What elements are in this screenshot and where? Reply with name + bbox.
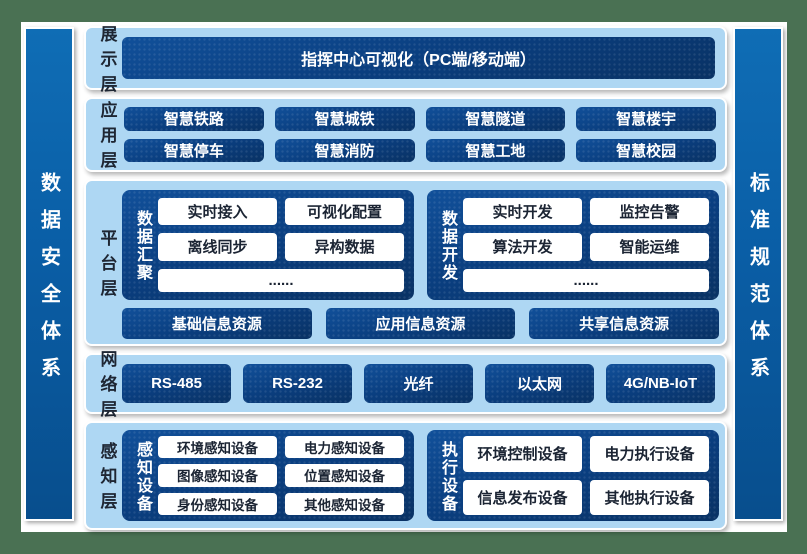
feature-box-heterogeneous-data: 异构数据 (285, 233, 404, 261)
app-node-smart-metro: 智慧城铁 (274, 107, 415, 131)
actuator-devices-label: 执行设备 (439, 440, 456, 513)
device-box-power-sensing: 电力感知设备 (285, 436, 404, 459)
application-row-2: 智慧停车 智慧消防 智慧工地 智慧校园 (124, 138, 716, 162)
network-layer-label-wrap: 网络层 (92, 350, 122, 425)
device-box-environment-control: 环境控制设备 (463, 436, 582, 472)
actuator-devices-label-wrap: 执行设备 (431, 436, 463, 515)
standards-sidebar: 标准规范体系 (733, 27, 783, 521)
application-layer-label-wrap: 应用层 (92, 99, 122, 176)
resource-node-shared-info: 共享信息资源 (529, 308, 720, 339)
application-layer-panel: 应用层 智慧铁路 智慧城铁 智慧隧道 智慧楼宇 智慧停车 智慧消防 智慧工地 智… (84, 97, 727, 176)
standards-sidebar-label: 标准规范体系 (746, 171, 769, 394)
actuator-devices-grid: 环境控制设备 电力执行设备 信息发布设备 其他执行设备 (463, 436, 709, 515)
display-layer-label-wrap: 展示层 (92, 25, 122, 100)
app-node-smart-railway: 智慧铁路 (124, 107, 264, 131)
app-node-smart-building: 智慧楼宇 (576, 107, 716, 131)
resource-node-application-info: 应用信息资源 (325, 308, 516, 339)
platform-layer-label-wrap: 平台层 (92, 181, 122, 344)
sensing-devices-label-wrap: 感知设备 (126, 436, 158, 515)
perception-layer-label: 感知层 (97, 442, 117, 517)
data-development-label-wrap: 数据开发 (431, 198, 463, 292)
application-row-1: 智慧铁路 智慧城铁 智慧隧道 智慧楼宇 (124, 107, 716, 131)
network-node-4g-nbiot: 4G/NB-IoT (606, 364, 715, 403)
perception-layer-panel: 感知层 感知设备 环境感知设备 电力感知设备 图像感知设备 位置感知设备 身份感… (84, 421, 727, 530)
resource-node-basic-info: 基础信息资源 (122, 308, 312, 339)
data-aggregation-label: 数据汇聚 (134, 210, 151, 282)
device-box-info-publishing: 信息发布设备 (463, 479, 582, 515)
display-layer-label: 展示层 (97, 24, 117, 100)
device-box-identity-sensing: 身份感知设备 (158, 492, 277, 515)
app-node-smart-worksite: 智慧工地 (425, 138, 566, 162)
actuator-devices-group: 执行设备 环境控制设备 电力执行设备 信息发布设备 其他执行设备 (427, 430, 719, 521)
command-center-visualization-box: 指挥中心可视化（PC端/移动端） (122, 37, 715, 79)
feature-box-intelligent-ops: 智能运维 (590, 233, 709, 261)
platform-groups-row: 数据汇聚 实时接入 可视化配置 离线同步 异构数据 ...... 数据开发 实时… (122, 190, 719, 300)
feature-box-visual-config: 可视化配置 (285, 198, 404, 226)
device-box-other-actuator: 其他执行设备 (590, 479, 709, 515)
ellipsis-box: ...... (158, 268, 404, 292)
data-development-grid: 实时开发 监控告警 算法开发 智能运维 ...... (463, 198, 709, 292)
application-layer-label: 应用层 (97, 101, 117, 176)
data-aggregation-group: 数据汇聚 实时接入 可视化配置 离线同步 异构数据 ...... (122, 190, 414, 300)
feature-box-algorithm-dev: 算法开发 (463, 233, 582, 261)
feature-box-offline-sync: 离线同步 (158, 233, 277, 261)
network-layer-label: 网络层 (97, 350, 117, 425)
sensing-devices-label: 感知设备 (134, 440, 151, 513)
device-box-power-actuator: 电力执行设备 (590, 436, 709, 472)
app-node-smart-campus: 智慧校园 (576, 138, 716, 162)
network-node-fiber: 光纤 (364, 364, 473, 403)
perception-layer-label-wrap: 感知层 (92, 423, 122, 528)
feature-box-realtime-access: 实时接入 (158, 198, 277, 226)
platform-resources-row: 基础信息资源 应用信息资源 共享信息资源 (122, 308, 720, 339)
device-box-image-sensing: 图像感知设备 (158, 464, 277, 487)
platform-layer-label: 平台层 (97, 229, 117, 304)
network-node-rs485: RS-485 (122, 364, 231, 403)
app-node-smart-firefighting: 智慧消防 (274, 138, 415, 162)
data-security-sidebar: 数据安全体系 (24, 27, 74, 521)
display-layer-panel: 展示层 指挥中心可视化（PC端/移动端） (84, 25, 727, 100)
device-box-other-sensing: 其他感知设备 (285, 492, 404, 515)
device-box-environment-sensing: 环境感知设备 (158, 436, 277, 459)
sensing-devices-group: 感知设备 环境感知设备 电力感知设备 图像感知设备 位置感知设备 身份感知设备 … (122, 430, 414, 521)
network-node-ethernet: 以太网 (485, 364, 594, 403)
sensing-devices-grid: 环境感知设备 电力感知设备 图像感知设备 位置感知设备 身份感知设备 其他感知设… (158, 436, 404, 515)
data-security-sidebar-label: 数据安全体系 (37, 171, 60, 394)
ellipsis-box: ...... (463, 268, 709, 292)
data-development-label: 数据开发 (439, 210, 456, 282)
platform-layer-panel: 平台层 数据汇聚 实时接入 可视化配置 离线同步 异构数据 ...... 数据开… (84, 179, 727, 346)
data-aggregation-label-wrap: 数据汇聚 (126, 198, 158, 292)
feature-box-monitoring-alert: 监控告警 (590, 198, 709, 226)
app-node-smart-parking: 智慧停车 (124, 138, 264, 162)
data-aggregation-grid: 实时接入 可视化配置 离线同步 异构数据 ...... (158, 198, 404, 292)
data-development-group: 数据开发 实时开发 监控告警 算法开发 智能运维 ...... (427, 190, 719, 300)
network-node-rs232: RS-232 (243, 364, 352, 403)
device-box-location-sensing: 位置感知设备 (285, 464, 404, 487)
app-node-smart-tunnel: 智慧隧道 (425, 107, 566, 131)
feature-box-realtime-dev: 实时开发 (463, 198, 582, 226)
network-layer-panel: 网络层 RS-485 RS-232 光纤 以太网 4G/NB-IoT (84, 350, 727, 425)
